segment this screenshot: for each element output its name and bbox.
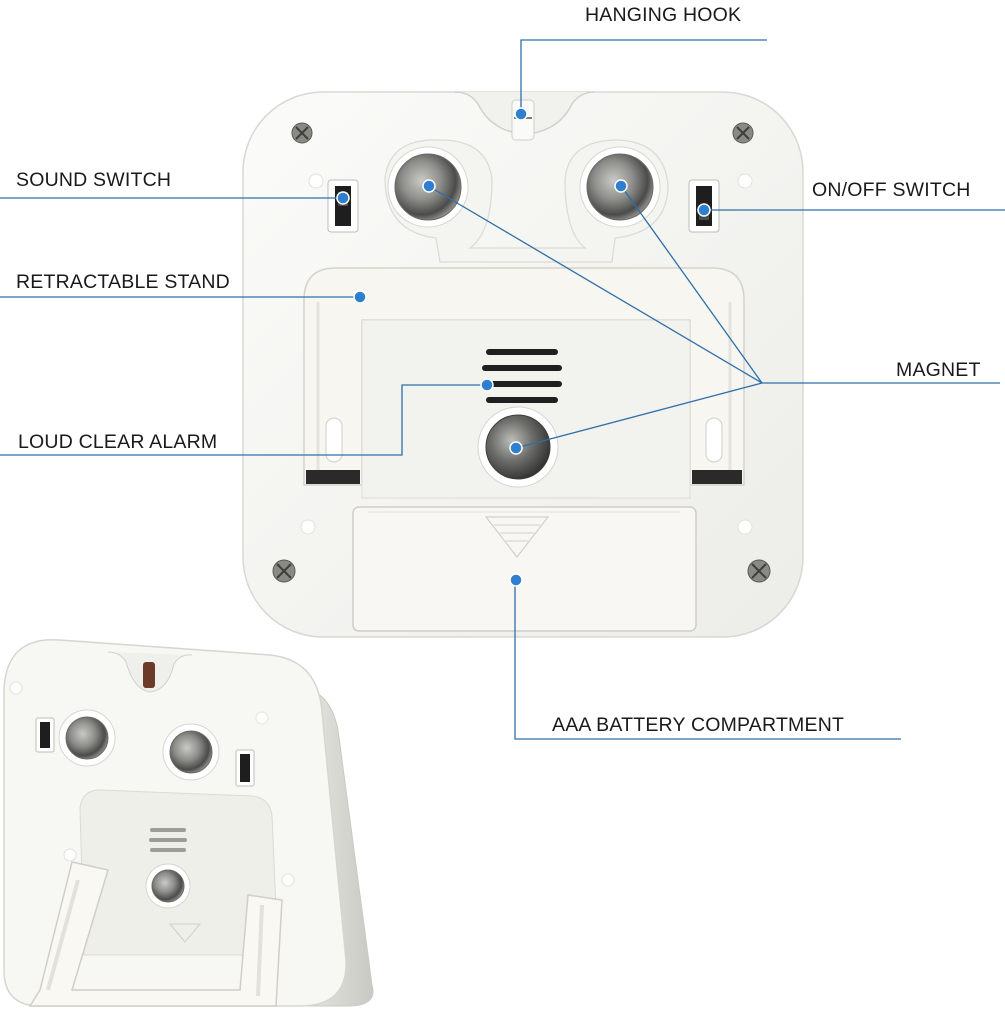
screw-bottom-left [273, 560, 295, 582]
label-retractable-stand: RETRACTABLE STAND [16, 271, 230, 293]
dot-retractable-stand [354, 291, 366, 303]
dot-sound-switch [337, 192, 349, 204]
label-loud-clear-alarm: LOUD CLEAR ALARM [18, 431, 217, 453]
label-on-off-switch: ON/OFF SWITCH [812, 179, 971, 201]
dot-magnet-top-right [615, 180, 627, 192]
timer-angled-view [4, 640, 373, 1006]
battery-cover [353, 507, 696, 631]
label-sound-switch: SOUND SWITCH [16, 169, 171, 191]
sound-switch [328, 180, 358, 232]
screw-top-right [733, 123, 753, 143]
screw-bottom-right [748, 560, 770, 582]
dot-magnet-center [510, 442, 522, 454]
label-hanging-hook: HANGING HOOK [585, 4, 741, 26]
screw-top-left [292, 123, 312, 143]
dot-magnet-top-left [423, 180, 435, 192]
dot-on-off-switch [698, 204, 710, 216]
label-magnet: MAGNET [896, 359, 981, 381]
dot-hanging-hook [515, 108, 527, 120]
label-battery-compartment: AAA BATTERY COMPARTMENT [552, 714, 844, 736]
timer-back-view [243, 92, 803, 637]
dot-battery [510, 574, 522, 586]
dot-loud-clear-alarm [481, 379, 493, 391]
